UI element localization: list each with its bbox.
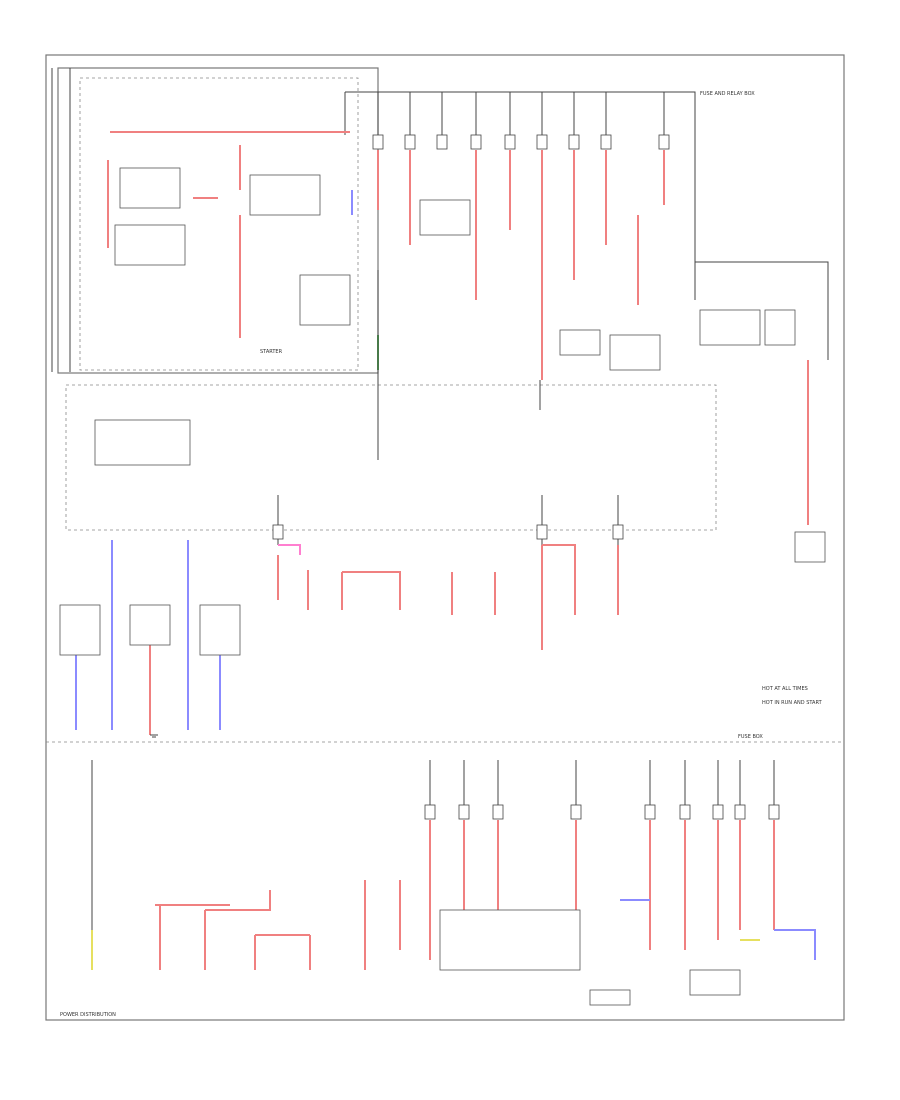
mid-fuse-row <box>272 495 624 650</box>
mid-dash-frame <box>65 384 717 531</box>
top-fuse-row <box>372 92 670 380</box>
label-top-right: FUSE AND RELAY BOX <box>700 91 755 97</box>
ground-symbols <box>150 380 541 738</box>
right-bus <box>695 261 829 360</box>
right-connector <box>794 531 826 563</box>
component-boxes <box>59 167 796 1006</box>
outer-frame <box>45 54 845 1021</box>
label-starter: STARTER <box>260 349 283 355</box>
legend-hot-all-times: HOT AT ALL TIMES <box>762 686 808 692</box>
lower-fuse-row <box>155 760 816 970</box>
top-bus <box>344 91 696 300</box>
battery-starter-box <box>57 67 379 374</box>
label-right-panel: FUSE BOX <box>738 734 763 740</box>
starter-inner-box <box>79 77 359 371</box>
left-bus <box>51 68 71 372</box>
label-footer: POWER DISTRIBUTION <box>60 1012 116 1018</box>
legend-hot-run-start: HOT IN RUN AND START <box>762 700 823 706</box>
